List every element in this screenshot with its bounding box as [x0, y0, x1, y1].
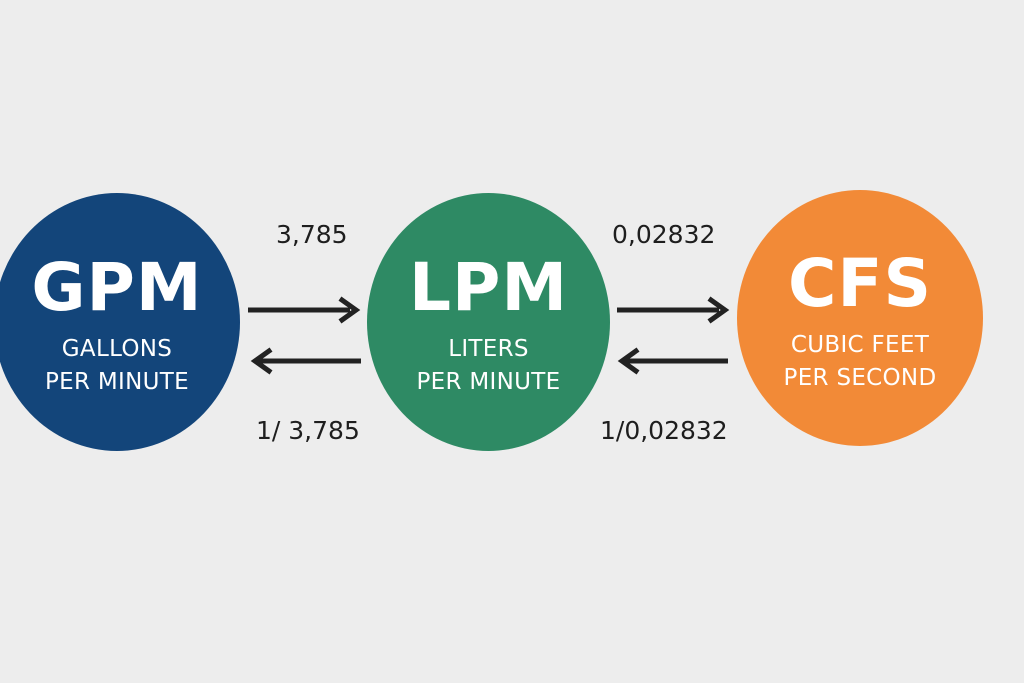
gpm-name-line-1: GALLONS	[61, 336, 173, 362]
arrow-left-icon	[617, 347, 728, 375]
gpm-circle: GPM GALLONS PER MINUTE	[0, 193, 240, 451]
cfs-to-lpm-factor: 1/0,02832	[600, 416, 728, 445]
cfs-circle: CFS CUBIC FEET PER SECOND	[737, 190, 983, 446]
lpm-name-line-1: LITERS	[448, 336, 529, 362]
lpm-full-name: LITERS PER MINUTE	[417, 333, 561, 399]
lpm-to-cfs-factor: 0,02832	[612, 220, 716, 249]
gpm-name-line-2: PER MINUTE	[45, 369, 189, 395]
cfs-name-line-1: CUBIC FEET	[790, 332, 930, 358]
cfs-full-name: CUBIC FEET PER SECOND	[784, 329, 937, 395]
arrow-left-icon	[250, 347, 361, 375]
lpm-circle: LPM LITERS PER MINUTE	[367, 193, 610, 451]
lpm-abbreviation: LPM	[408, 249, 569, 326]
gpm-full-name: GALLONS PER MINUTE	[45, 333, 189, 399]
arrow-right-icon	[248, 296, 361, 324]
gpm-abbreviation: GPM	[31, 249, 203, 326]
cfs-abbreviation: CFS	[787, 245, 933, 322]
arrow-right-icon	[617, 296, 730, 324]
lpm-name-line-2: PER MINUTE	[416, 369, 561, 395]
gpm-to-lpm-factor: 3,785	[276, 220, 348, 249]
lpm-to-gpm-factor: 1/ 3,785	[256, 416, 360, 445]
cfs-name-line-2: PER SECOND	[783, 365, 937, 391]
